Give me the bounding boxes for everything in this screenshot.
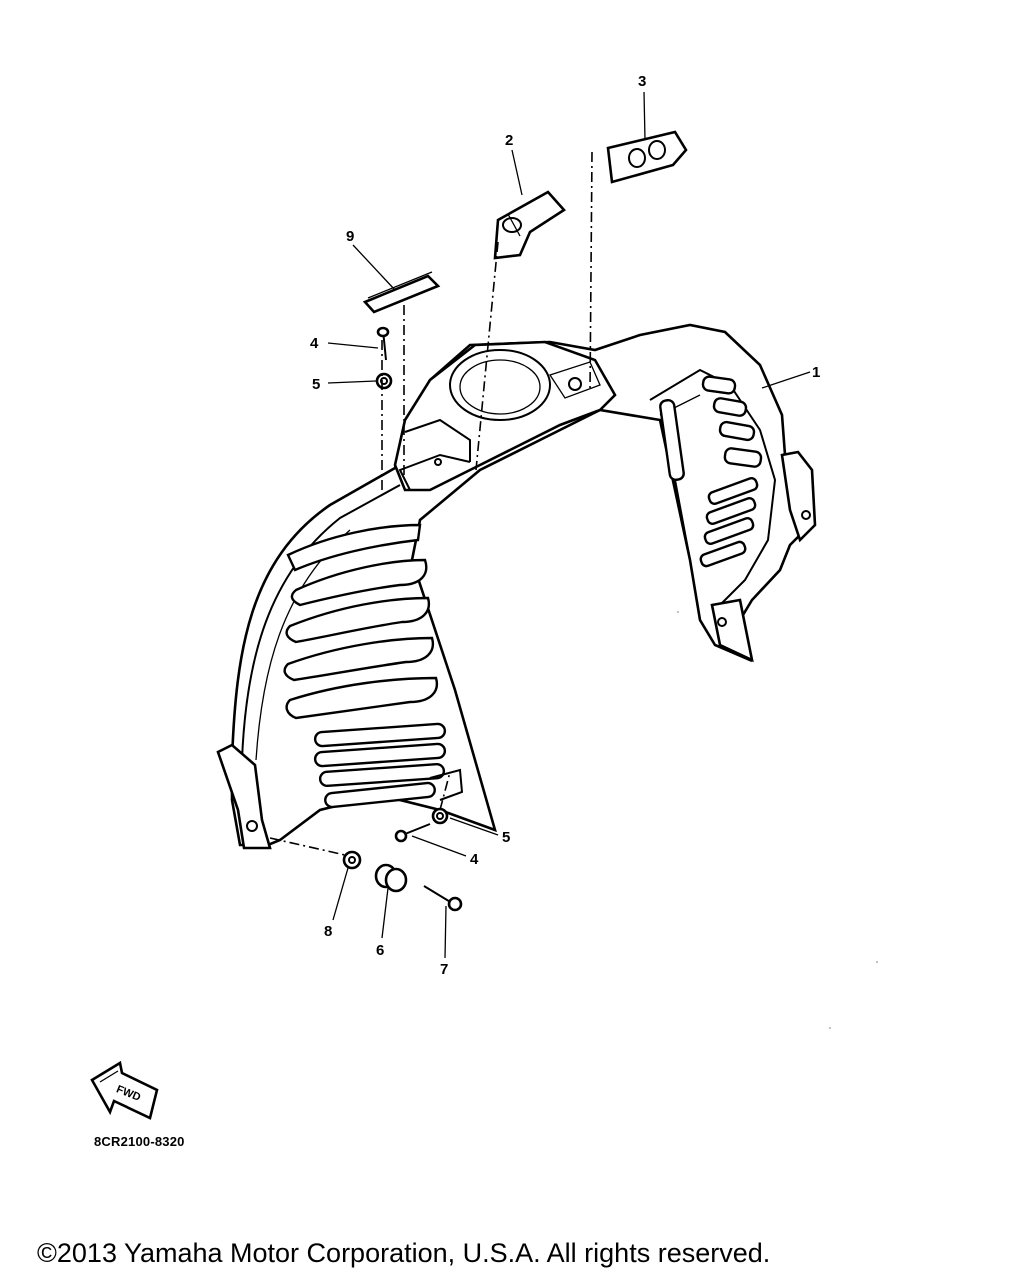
copyright-notice: ©2013 Yamaha Motor Corporation, U.S.A. A… <box>37 1238 771 1268</box>
bolt-4-upper <box>376 326 390 361</box>
part-2-bracket <box>493 190 566 260</box>
nut-5-lower <box>431 807 449 825</box>
nut-5-upper <box>375 372 393 390</box>
leader-lines <box>327 91 811 959</box>
callout-4-lower: 4 <box>470 851 479 868</box>
callout-7: 7 <box>440 961 448 978</box>
callout-1: 1 <box>812 364 820 381</box>
part-3-plate <box>606 130 688 184</box>
callout-8: 8 <box>324 923 332 940</box>
collar-6 <box>374 863 408 893</box>
left-vent-slots <box>283 523 447 809</box>
parts-diagram: 3 2 9 4 5 1 5 4 8 6 7 FWD <box>90 73 878 1120</box>
callout-5-lower: 5 <box>502 829 510 846</box>
right-vent-slots <box>659 375 763 568</box>
washer-8 <box>342 850 362 870</box>
callout-2: 2 <box>505 132 513 149</box>
callout-9: 9 <box>346 228 354 245</box>
diagram-code: 8CR2100-8320 <box>94 1134 185 1149</box>
callout-6: 6 <box>376 942 384 959</box>
callout-5-upper: 5 <box>312 376 320 393</box>
cover-panel <box>216 323 817 850</box>
callout-3: 3 <box>638 73 646 90</box>
callout-numbers: 3 2 9 4 5 1 5 4 8 6 7 <box>310 73 820 978</box>
bolt-4-lower <box>394 823 431 843</box>
assembly-lines <box>269 151 593 856</box>
part-9-strip <box>362 271 441 314</box>
scan-specks <box>677 611 878 1029</box>
bolt-7 <box>423 885 463 912</box>
callout-4-upper: 4 <box>310 335 319 352</box>
fwd-arrow-icon: FWD <box>90 1060 159 1120</box>
